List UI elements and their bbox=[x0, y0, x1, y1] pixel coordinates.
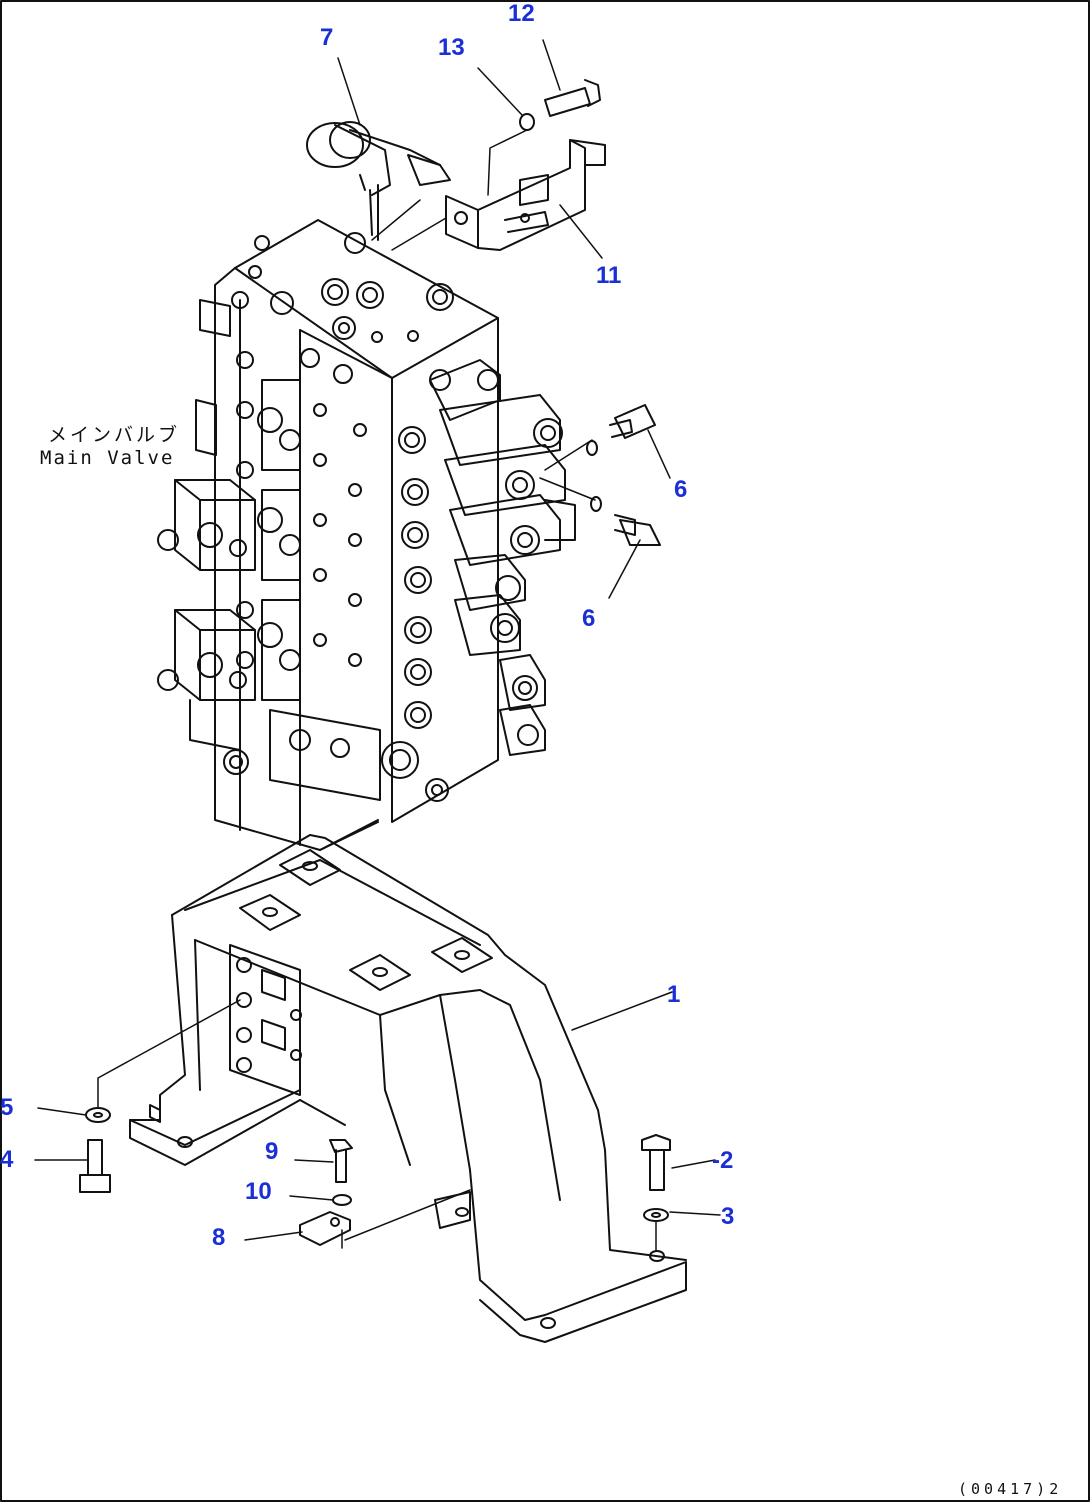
sensor-part-6-upper bbox=[586, 404, 656, 456]
callout-4: 4 bbox=[0, 1146, 14, 1173]
callout-5: 5 bbox=[0, 1094, 14, 1121]
callout-8: 8 bbox=[212, 1224, 226, 1251]
bolt-part-2 bbox=[641, 1134, 671, 1191]
callout-10: 10 bbox=[245, 1178, 272, 1205]
drawing-code: (00417)2 bbox=[958, 1480, 1063, 1498]
callout-6-lower: 6 bbox=[582, 605, 596, 632]
callout-11: 11 bbox=[596, 262, 622, 289]
callout-3: 3 bbox=[721, 1203, 735, 1230]
bolt-part-9 bbox=[329, 1139, 353, 1183]
callout-1: 1 bbox=[667, 981, 681, 1008]
leader-lines bbox=[34, 39, 721, 1251]
callout-12: 12 bbox=[508, 0, 535, 27]
washer-part-5 bbox=[85, 1107, 111, 1123]
callout-7: 7 bbox=[320, 24, 334, 51]
bolt-part-4 bbox=[79, 1139, 111, 1193]
callout-6-upper: 6 bbox=[674, 476, 688, 503]
bracket-part-11 bbox=[445, 139, 606, 251]
solenoid-bank bbox=[398, 359, 576, 756]
washer-part-3 bbox=[643, 1208, 669, 1222]
callout-13: 13 bbox=[438, 34, 465, 61]
sensor-part-6-lower bbox=[590, 496, 661, 546]
washer-part-13 bbox=[519, 113, 535, 131]
washer-part-10 bbox=[332, 1194, 352, 1206]
main-valve-drawing bbox=[157, 219, 576, 851]
mounting-bracket-part-1 bbox=[129, 834, 687, 1343]
bolt-part-12 bbox=[544, 79, 601, 117]
clamp-part-8 bbox=[299, 1211, 351, 1246]
main-valve-label-en: Main Valve bbox=[40, 447, 175, 469]
callout-9: 9 bbox=[265, 1138, 279, 1165]
main-valve-label-jp: メインバルブ bbox=[48, 424, 181, 446]
callout-2: -2 bbox=[712, 1147, 734, 1174]
wiring-harness-part-7 bbox=[306, 121, 451, 241]
